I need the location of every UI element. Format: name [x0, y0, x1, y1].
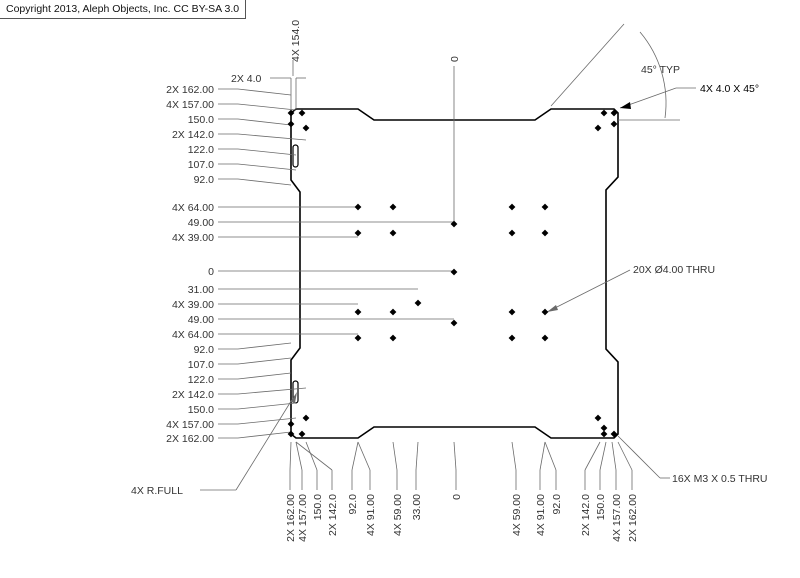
left-dimension-group: 2X 162.00 4X 157.00 150.0 2X 142.0 122.0 107.… [166, 84, 454, 445]
left-dimension-label: 4X 64.00 [172, 202, 214, 214]
hole-marker [287, 109, 295, 117]
left-dimension-label: 2X 142.0 [172, 389, 214, 401]
copyright-notice: Copyright 2013, Aleph Objects, Inc. CC B… [0, 0, 247, 19]
hole-marker [600, 109, 608, 117]
chamfer-label: 4X 4.0 X 45° [700, 83, 759, 95]
radius-callout: 4X R.FULL [131, 485, 183, 497]
hole-marker [594, 124, 602, 132]
thread-callout: 16X M3 X 0.5 THRU [672, 473, 768, 485]
hole-marker [600, 424, 608, 432]
slot-top [292, 144, 299, 168]
bottom-dimension-label: 4X 59.00 [511, 494, 523, 536]
bottom-dimension-label: 0 [451, 494, 463, 500]
dim-4-label: 2X 4.0 [231, 73, 262, 85]
holes-callout: 20X Ø4.00 THRU [633, 264, 715, 276]
hole-marker [541, 203, 549, 211]
hole-marker [354, 229, 362, 237]
hole-marker [541, 229, 549, 237]
bottom-dimension-label: 4X 91.00 [535, 494, 547, 536]
top-zero-label: 0 [449, 56, 461, 62]
left-dimension-label: 92.0 [194, 344, 215, 356]
hole-marker [610, 109, 618, 117]
angle-label: 45° TYP [641, 64, 680, 76]
bottom-dimension-label: 92.0 [347, 494, 359, 515]
hole-marker [541, 308, 549, 316]
left-dimension-label: 2X 162.00 [166, 84, 214, 96]
hole-group [287, 109, 618, 438]
hole-marker [389, 334, 397, 342]
hole-marker [287, 120, 295, 128]
dim-154-label: 4X 154.0 [290, 20, 302, 62]
hole-marker [298, 430, 306, 438]
bottom-dimension-label: 2X 142.0 [327, 494, 339, 536]
left-dimension-label: 92.0 [194, 174, 215, 186]
left-dimension-label: 107.0 [188, 359, 214, 371]
left-dimension-label: 4X 64.00 [172, 329, 214, 341]
hole-marker [389, 203, 397, 211]
hole-marker [287, 420, 295, 428]
left-dimension-label: 150.0 [188, 404, 214, 416]
hole-marker [287, 430, 295, 438]
left-dimension-label: 49.00 [188, 217, 214, 229]
bottom-dimension-label: 92.0 [551, 494, 563, 515]
hole-marker [541, 334, 549, 342]
hole-marker [508, 203, 516, 211]
left-dimension-label: 4X 157.00 [166, 419, 214, 431]
hole-marker [389, 308, 397, 316]
bottom-dimension-label: 33.00 [411, 494, 423, 520]
left-dimension-label: 2X 162.00 [166, 433, 214, 445]
hole-marker [594, 414, 602, 422]
bottom-dimension-label: 4X 157.00 [611, 494, 623, 542]
left-dimension-label: 122.0 [188, 144, 214, 156]
left-dimension-label: 4X 157.00 [166, 99, 214, 111]
hole-marker [302, 124, 310, 132]
left-dimension-label: 107.0 [188, 159, 214, 171]
bottom-dimension-label: 4X 157.00 [297, 494, 309, 542]
hole-marker [354, 203, 362, 211]
bottom-dimension-label: 2X 162.00 [285, 494, 297, 542]
left-dimension-label: 0 [208, 266, 214, 278]
hole-marker [508, 308, 516, 316]
left-dimension-label: 4X 39.00 [172, 299, 214, 311]
bottom-dimension-label: 150.0 [312, 494, 324, 520]
hole-marker [450, 319, 458, 327]
plate-outline [290, 108, 619, 439]
hole-marker [450, 268, 458, 276]
bottom-dimension-label: 4X 59.00 [392, 494, 404, 536]
hole-marker [354, 308, 362, 316]
left-dimension-label: 122.0 [188, 374, 214, 386]
left-dimension-label: 4X 39.00 [172, 232, 214, 244]
bottom-dimension-label: 2X 162.00 [627, 494, 639, 542]
hole-marker [508, 229, 516, 237]
bottom-dimension-label: 2X 142.0 [580, 494, 592, 536]
hole-marker [450, 220, 458, 228]
bottom-dimension-label: 4X 91.00 [365, 494, 377, 536]
hole-marker [298, 109, 306, 117]
left-dimension-label: 49.00 [188, 314, 214, 326]
hole-marker [600, 430, 608, 438]
hole-marker [610, 120, 618, 128]
left-dimension-label: 150.0 [188, 114, 214, 126]
bottom-dimension-label: 150.0 [595, 494, 607, 520]
left-dimension-label: 2X 142.0 [172, 129, 214, 141]
hole-marker [414, 299, 422, 307]
hole-marker [354, 334, 362, 342]
hole-marker [389, 229, 397, 237]
hole-marker [508, 334, 516, 342]
hole-marker [302, 414, 310, 422]
left-dimension-label: 31.00 [188, 284, 214, 296]
